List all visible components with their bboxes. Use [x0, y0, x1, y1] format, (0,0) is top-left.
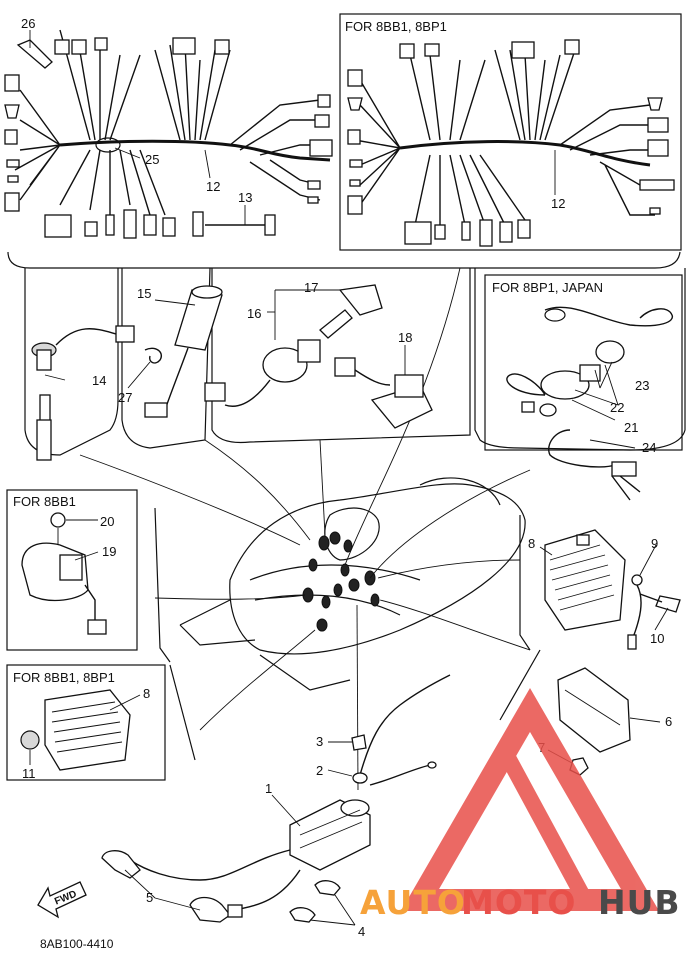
- callout-11: 11: [22, 766, 36, 781]
- part-1-ignition-coil: [289, 799, 371, 871]
- callout-12-right: 12: [551, 196, 565, 211]
- part-16-main-switch: [204, 339, 321, 407]
- callout-15: 15: [137, 286, 151, 301]
- relay-variant-header: FOR 8BB1: [13, 494, 76, 509]
- part-27-clamp: [144, 347, 162, 364]
- callout-27: 27: [118, 390, 132, 405]
- figure-code: 8AB100-4410: [40, 937, 114, 951]
- connectors-variant-harness: [347, 39, 675, 247]
- part-6-cdi-unit: [557, 667, 631, 753]
- part-14-sensor: [31, 325, 135, 461]
- part-5-spark-plug-leads: [101, 849, 301, 923]
- callout-12-left: 12: [206, 179, 220, 194]
- callout-3: 3: [316, 734, 323, 749]
- watermark-logo: [400, 688, 660, 911]
- part-21-24-japan-switch: [506, 306, 673, 501]
- callout-5: 5: [146, 890, 153, 905]
- frame-lines: [24, 267, 686, 761]
- component-markers: [302, 531, 380, 632]
- switch-variant-header: FOR 8BP1, JAPAN: [492, 280, 603, 295]
- callout-8-right: 8: [528, 536, 535, 551]
- callout-13: 13: [238, 190, 252, 205]
- relay-variant-frame: [6, 489, 138, 651]
- part-9-10-ground: [627, 574, 681, 650]
- callout-leaders: [29, 30, 669, 926]
- harness-variant-frame: [339, 13, 682, 251]
- part-19-starter-relay: [21, 512, 107, 635]
- watermark-text: AUTO MOTO HUB: [360, 883, 681, 922]
- callout-14: 14: [92, 373, 106, 388]
- rectifier-variant-frame: [6, 664, 166, 781]
- callout-25: 25: [145, 152, 159, 167]
- part-8-rectifier-regulator: [544, 529, 626, 631]
- callout-24: 24: [642, 440, 656, 455]
- watermark-auto: AUTO: [360, 883, 466, 922]
- part-2-3-lead-and-screw: [351, 674, 451, 786]
- harness-brace: [7, 251, 681, 269]
- callout-8-left: 8: [143, 686, 150, 701]
- part-17-key: [274, 284, 383, 340]
- rectifier-variant-header: FOR 8BB1, 8BP1: [13, 670, 115, 685]
- wire-harness-variant: [354, 49, 660, 226]
- callout-18: 18: [398, 330, 412, 345]
- callout-4: 4: [358, 924, 365, 939]
- callout-6: 6: [665, 714, 672, 729]
- part-18-relay: [334, 357, 433, 429]
- callout-10: 10: [650, 631, 664, 646]
- callout-23: 23: [635, 378, 649, 393]
- callout-2: 2: [316, 763, 323, 778]
- callout-21: 21: [624, 420, 638, 435]
- callout-19: 19: [102, 544, 116, 559]
- part-4-clamps: [289, 880, 341, 923]
- watermark-hub: HUB: [598, 883, 681, 922]
- switch-variant-frame: [484, 274, 683, 451]
- callout-1: 1: [265, 781, 272, 796]
- callout-16: 16: [247, 306, 261, 321]
- connectors-left-harness: [4, 37, 333, 239]
- callout-20: 20: [100, 514, 114, 529]
- callout-26: 26: [21, 16, 35, 31]
- callout-17: 17: [304, 280, 318, 295]
- part-15-capacitor: [144, 285, 223, 418]
- part-11-grommet: [20, 730, 40, 750]
- watermark-moto: MOTO: [461, 883, 576, 922]
- callout-9: 9: [651, 536, 658, 551]
- harness-variant-header: FOR 8BB1, 8BP1: [345, 19, 447, 34]
- fwd-arrow: FWD: [37, 881, 87, 919]
- part-8-rectifier-variant: [44, 689, 131, 771]
- leader-arrows: [79, 267, 531, 791]
- callout-22: 22: [610, 400, 624, 415]
- wire-harness-main: [14, 29, 331, 226]
